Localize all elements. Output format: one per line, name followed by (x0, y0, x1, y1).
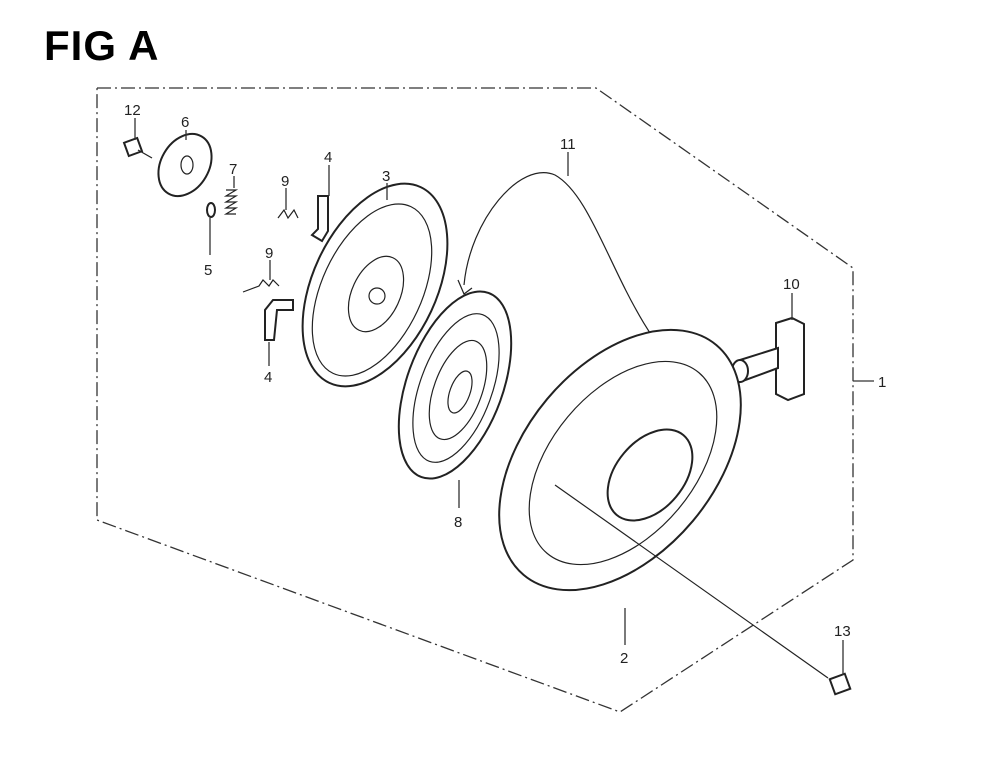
part-3-pulley (301, 182, 449, 388)
callout-7: 7 (229, 161, 237, 178)
part-4-pawl-lower (264, 299, 294, 366)
part-6-ratchet (157, 130, 213, 197)
callout-8: 8 (454, 514, 462, 531)
assembly-boundary (96, 87, 854, 713)
callout-4-lower: 4 (264, 369, 272, 386)
part-9-spring-lower (242, 260, 280, 293)
callout-10: 10 (783, 276, 800, 293)
part-10-handle (731, 293, 805, 402)
part-12-bolt (122, 118, 153, 159)
part-9-spring-upper (277, 188, 299, 220)
part-13-bolt (554, 484, 852, 696)
part-5-washer (206, 202, 216, 255)
callout-1: 1 (878, 374, 886, 391)
callout-9-upper: 9 (281, 173, 289, 190)
part-8-recoil-spring (397, 290, 513, 508)
part-2-starter-case (498, 328, 742, 645)
callout-3: 3 (382, 168, 390, 185)
callout-12: 12 (124, 102, 141, 119)
callout-13: 13 (834, 623, 851, 640)
callout-4-upper: 4 (324, 149, 332, 166)
part-7-spring (223, 176, 239, 215)
callout-11: 11 (560, 136, 576, 153)
part-4-pawl-upper (310, 165, 330, 243)
figure-title: FIG A (44, 22, 160, 69)
callout-5: 5 (204, 262, 212, 279)
callout-2: 2 (620, 650, 628, 667)
callout-6: 6 (181, 114, 189, 131)
callout-9-lower: 9 (265, 245, 273, 262)
